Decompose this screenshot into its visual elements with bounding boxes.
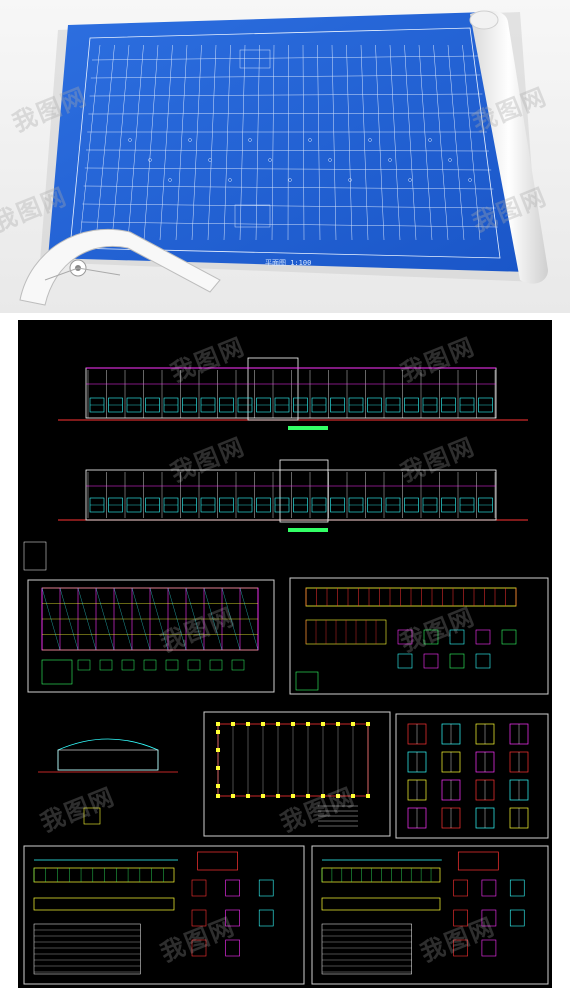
cad-sheet: 我图网 我图网 我图网 我图网 我图网 我图网 我图网 我图网 我图网 我图网 [18,320,552,988]
blueprint-roll [470,10,548,284]
node-details-panel [395,713,549,839]
roof-plan-panel [27,579,275,693]
protractor-icon [19,228,221,306]
truss-right-panel [311,845,549,985]
cad-drawings [23,357,549,985]
blueprint-illustration [19,10,548,306]
column-plan-panel [203,711,391,837]
elevation-drawing-1 [58,357,528,430]
beam-elevation-panel [289,577,549,695]
blueprint-scene: 平面图 1:100 我图网 我图网 我图网 我图网 [0,0,570,313]
truss-left-panel [23,845,305,985]
blueprint-title-label: 平面图 1:100 [265,259,312,267]
elevation-drawing-2 [58,459,528,532]
section-detail-panel [38,738,178,825]
